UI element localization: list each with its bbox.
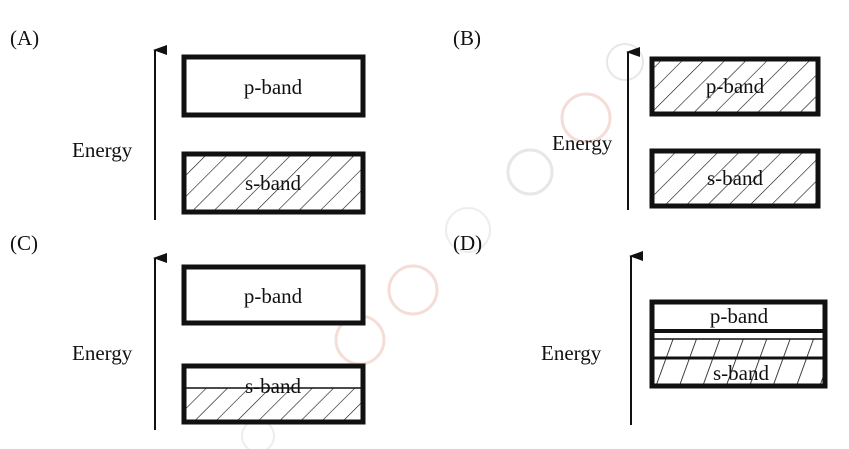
s-band-label: s-band [707,166,763,190]
energy-axis-label: Energy [72,341,133,365]
s-band-label: s-band [713,361,769,385]
energy-axis-label: Energy [552,131,613,155]
watermark-seal-icon [387,264,439,316]
p-band-box [181,54,366,118]
overlap-filled-region [652,339,825,358]
s-band-filled-region [184,388,363,422]
panel-label: (A) [10,26,39,50]
panel-label: (D) [453,231,482,255]
watermark-seal-icon [606,43,644,81]
watermark-gear-icon [506,148,554,196]
panel-b: (B) Energy p-band s-band [453,26,821,210]
watermark-seal-icon [445,207,491,253]
energy-axis-label: Energy [72,138,133,162]
p-band-box [649,56,821,117]
p-band-label: p-band [244,284,303,308]
panel-c: (C) Energy p-band s-band [10,231,366,430]
watermark [241,43,644,449]
panel-label: (B) [453,26,481,50]
p-band-label: p-band [244,75,303,99]
s-band-label: s-band [245,374,301,398]
p-band-box [181,264,366,326]
s-band-label: s-band [245,171,301,195]
panel-label: (C) [10,231,38,255]
energy-axis-label: Energy [541,341,602,365]
panel-a: (A) Energy p-band s-band [10,26,366,220]
p-band-label: p-band [710,304,769,328]
s-band-box [649,148,821,209]
s-band-filled-region [652,358,825,386]
s-band-box [181,151,366,215]
panel-d: (D) Energy p-band s-band [453,231,828,425]
watermark-seal-icon [560,92,612,144]
p-band-label: p-band [706,74,765,98]
